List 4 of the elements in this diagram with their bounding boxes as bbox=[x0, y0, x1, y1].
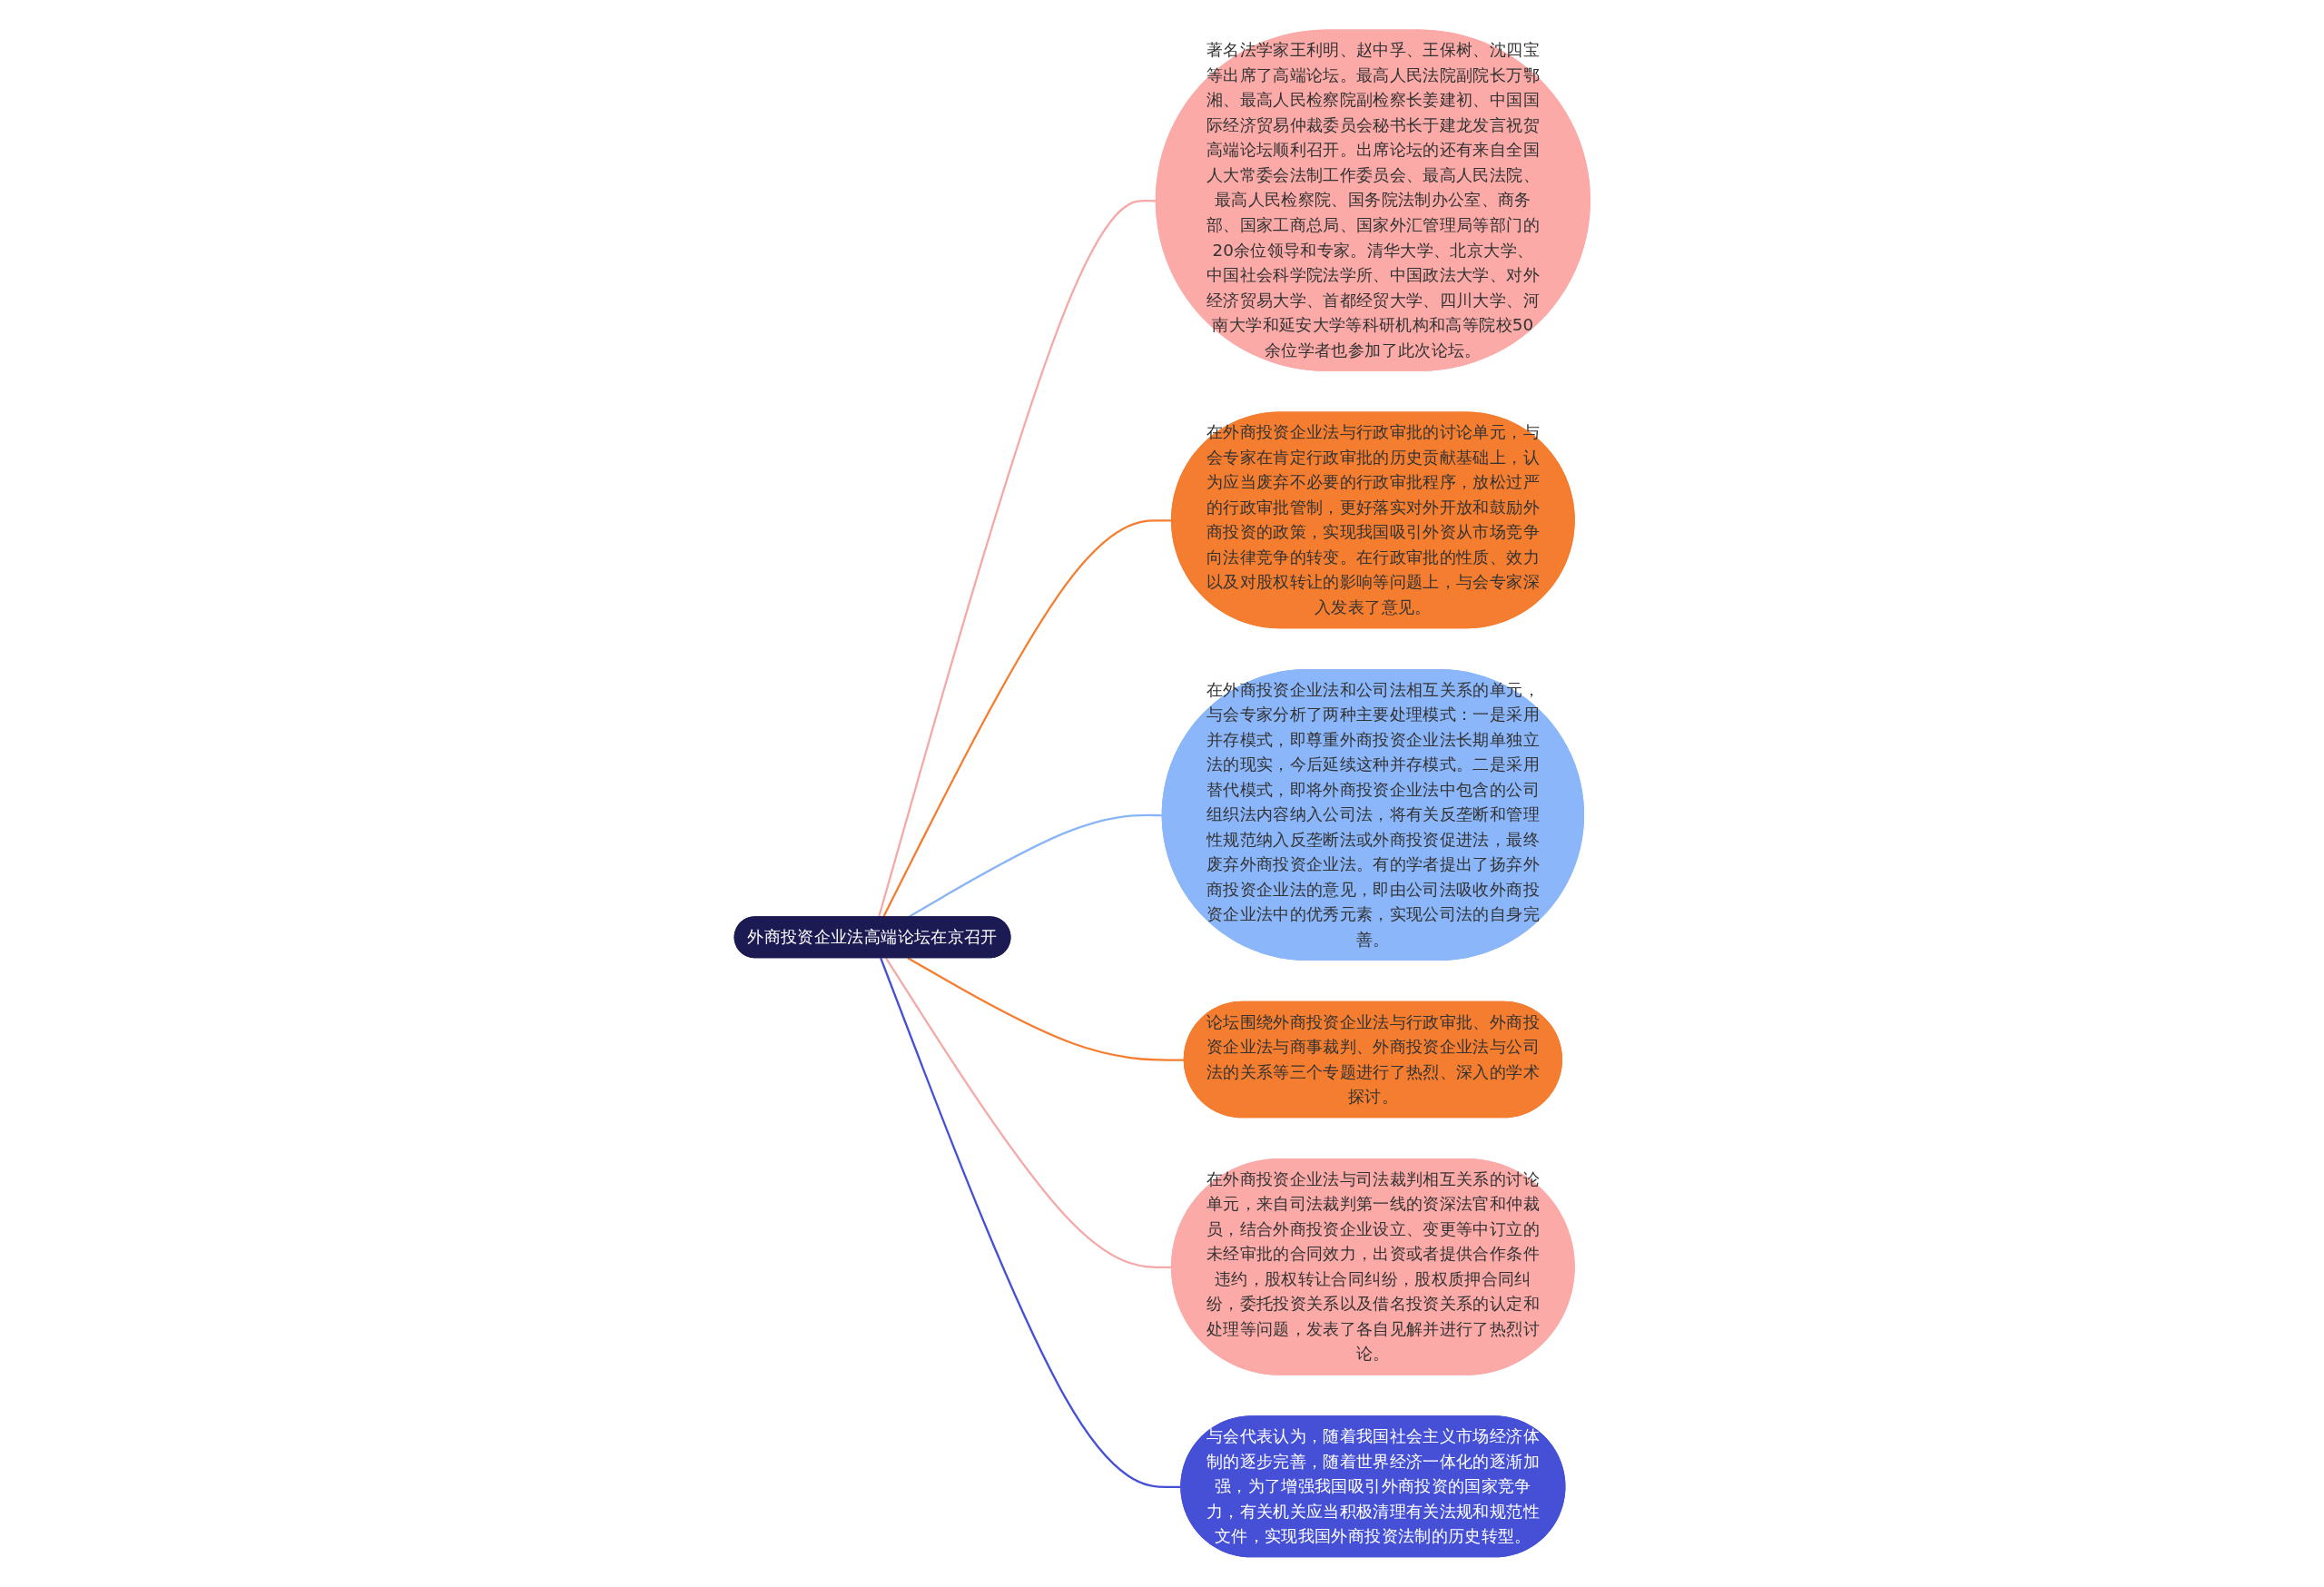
connector bbox=[877, 200, 1157, 918]
connector bbox=[907, 957, 1185, 1061]
connector bbox=[881, 519, 1172, 918]
connector bbox=[884, 957, 1172, 1269]
